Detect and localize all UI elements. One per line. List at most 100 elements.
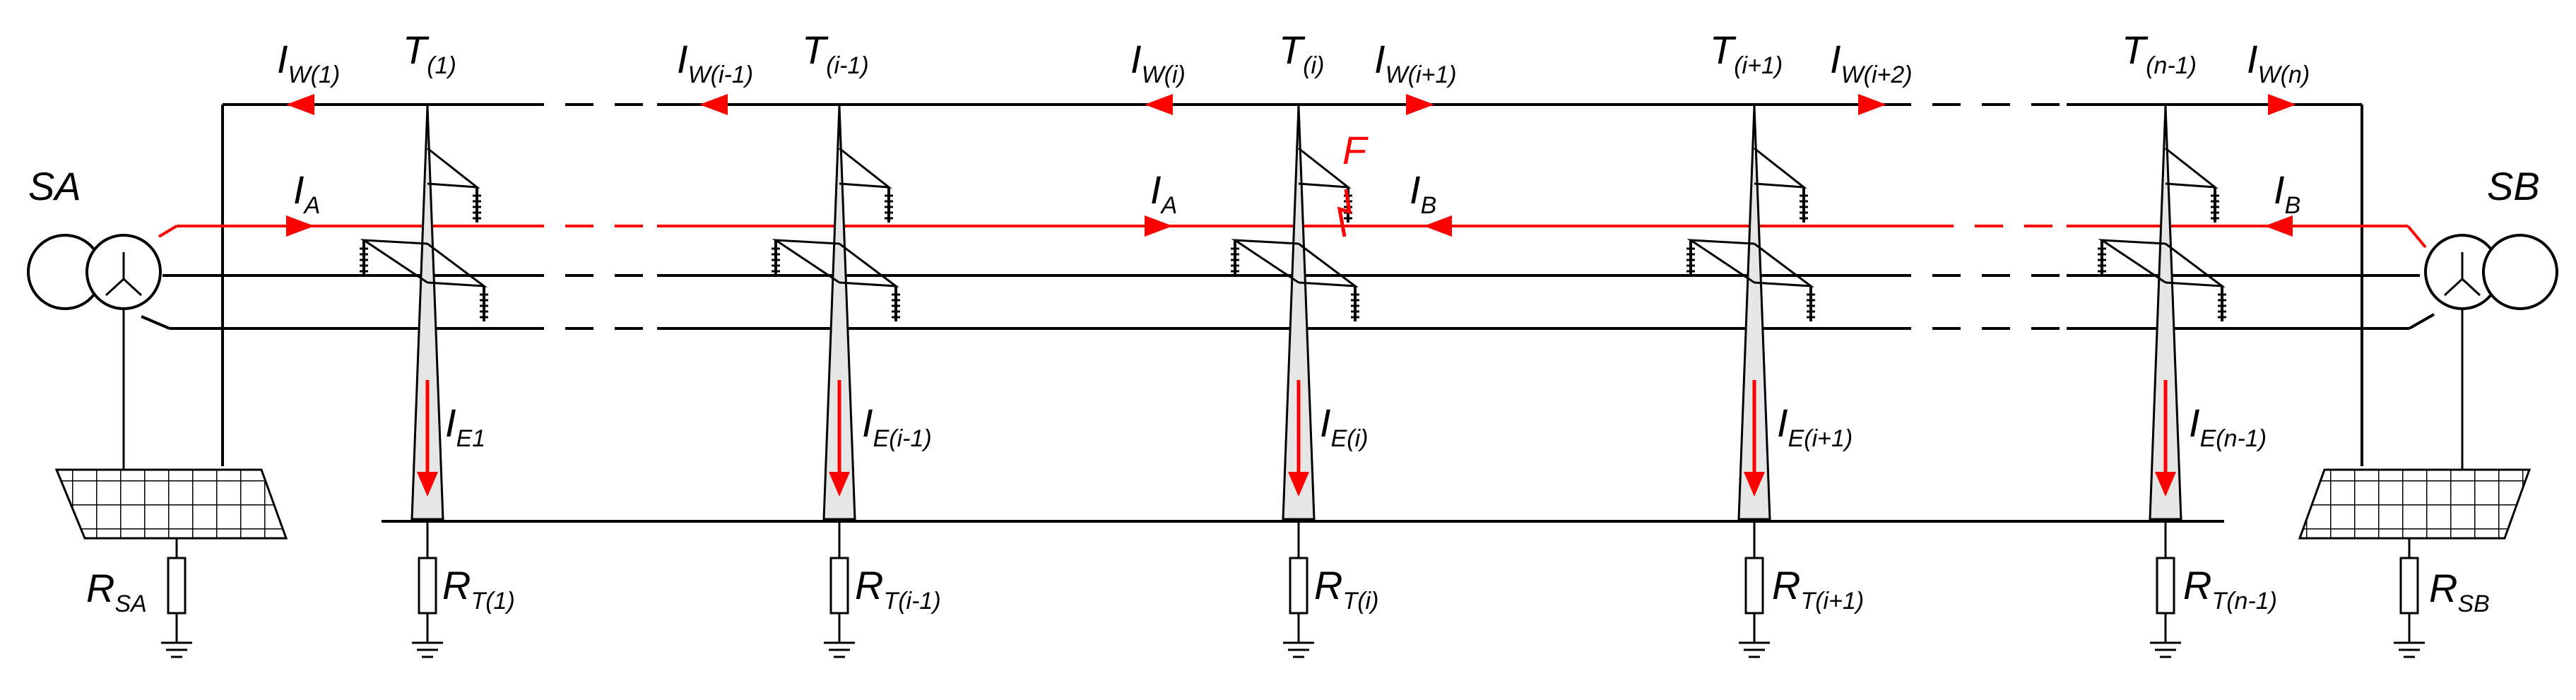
current-arrow-right-icon [1858,94,1886,115]
tower-2 [772,105,900,658]
earth-current-labels: IE1 IE(i-1) IE(i) IE(i+1) IE(n-1) [445,401,2267,452]
resistor-icon [418,557,437,615]
wye-connection-icon [105,252,143,297]
insulator-icon [1686,240,1695,275]
wire-current-label: IW(i-1) [677,37,753,88]
substation-b-label: SB [2487,164,2540,208]
healthy-phase-conductors [141,274,2435,330]
tower-resistor-label: RT(i) [1314,563,1378,615]
current-arrow-right-icon [286,215,314,237]
tower-label: T(i) [1279,28,1324,79]
insulator-icon [772,240,780,275]
resistor-icon [1289,557,1308,615]
current-arrow-right-icon [1145,215,1173,237]
wire-current-label: IW(i+1) [1374,37,1457,88]
resistor-icon [2399,557,2419,615]
tower-lower-arm [839,242,899,287]
insulator-icon [480,286,488,321]
current-arrow-left-icon [2264,215,2293,237]
insulator-icon [1231,240,1239,275]
ground-wire [221,103,2363,466]
ground-symbol-icon [824,613,855,658]
tower-resistor-label: RT(1) [442,563,515,615]
fault-lightning-icon [1337,189,1352,237]
tower-lower-arm [2165,242,2226,287]
tower-body [1737,105,1771,521]
fault: F [1337,128,1369,237]
phase-current-a-left: IA [293,167,320,219]
earth-current-arrow-head [2155,472,2176,497]
wire-current-label: IW(n) [2247,37,2310,88]
current-arrow-right-icon [2268,94,2296,115]
wire-current-labels: IW(1) IW(i-1) IW(i) IW(i+1) IW(i+2) IW(n… [277,37,2310,88]
current-arrow-left-icon [286,94,314,115]
tower-1 [360,105,488,658]
current-arrow-right-icon [1406,94,1434,115]
earth-current-label: IE(i+1) [1777,401,1853,452]
earth-current-label: IE(n-1) [2189,401,2267,452]
tower-lower-arm [1298,242,1359,287]
earth-current-label: IE(i-1) [862,401,932,452]
current-arrow-left-icon [699,94,728,115]
tower-label: T(i+1) [1710,28,1783,79]
faulted-phase-conductor [158,225,2427,249]
tower-upper-arm [427,147,480,189]
insulator-icon [885,187,893,223]
tower-label: T(n-1) [2122,28,2197,79]
substation-b-resistor-label: RSB [2429,566,2490,617]
tower-5 [2098,105,2226,658]
ground-symbol-icon [2394,613,2425,658]
tower-labels: T(1) T(i-1) T(i) T(i+1) T(n-1) [403,28,2197,79]
tower-upper-arm [839,147,892,189]
wire-current-label: IW(i) [1130,37,1186,88]
ground-symbol-icon [2150,613,2181,658]
insulator-icon [1351,286,1359,321]
wye-connection-icon [2443,252,2481,297]
phase-current-b-right: IB [2274,167,2300,219]
insulator-icon [2098,240,2106,275]
ground-symbol-icon [1283,613,1314,658]
tower-resistor-label: RT(n-1) [2183,563,2277,615]
earth-current-label: IE1 [445,401,485,452]
insulator-icon [2211,187,2219,223]
insulator-icon [1807,286,1815,321]
wire-current-label: IW(i+2) [1830,37,1913,88]
phase-current-a-right: IA [1150,167,1177,219]
insulator-icon [473,187,481,223]
insulator-icon [1800,187,1808,223]
substation-b: SB RSB [2298,164,2558,658]
current-arrows [286,94,2296,237]
earth-current-arrow-head [829,472,850,497]
ground-symbol-icon [161,613,192,658]
tower-label: T(1) [403,28,456,79]
grounding-grid-icon [2298,468,2531,540]
transformer-winding-icon [2482,234,2558,310]
earth-current-arrow-head [417,472,438,497]
earth-current-arrow-head [1744,472,1765,497]
earth-current-arrow-head [1288,472,1309,497]
grounding-grid-icon [54,468,288,540]
tower-lower-arm [1754,242,1814,287]
current-arrow-left-icon [1424,215,1452,237]
tower-3 [1231,105,1359,658]
insulator-icon [892,286,900,321]
insulator-icon [360,240,368,275]
tower-resistor-label: RT(i+1) [1772,563,1864,615]
tower-resistor-labels: RT(1) RT(i-1) RT(i) RT(i+1) RT(n-1) [442,563,2277,615]
phase-current-b-left: IB [1410,167,1436,219]
tower-upper-arm [1298,147,1352,189]
tower-resistor-label: RT(i-1) [855,563,941,615]
tower-body [822,105,856,521]
resistor-icon [1744,557,1764,615]
wire-current-label: IW(1) [277,37,340,88]
tower-4 [1686,105,1815,658]
earth-current-label: IE(i) [1320,401,1368,452]
substation-a-resistor-label: RSA [86,566,147,617]
insulator-icon [2218,286,2226,321]
resistor-icon [829,557,849,615]
tower-label: T(i-1) [802,28,869,79]
resistor-icon [167,557,187,615]
resistor-icon [2156,557,2175,615]
tower-body [2149,105,2182,521]
